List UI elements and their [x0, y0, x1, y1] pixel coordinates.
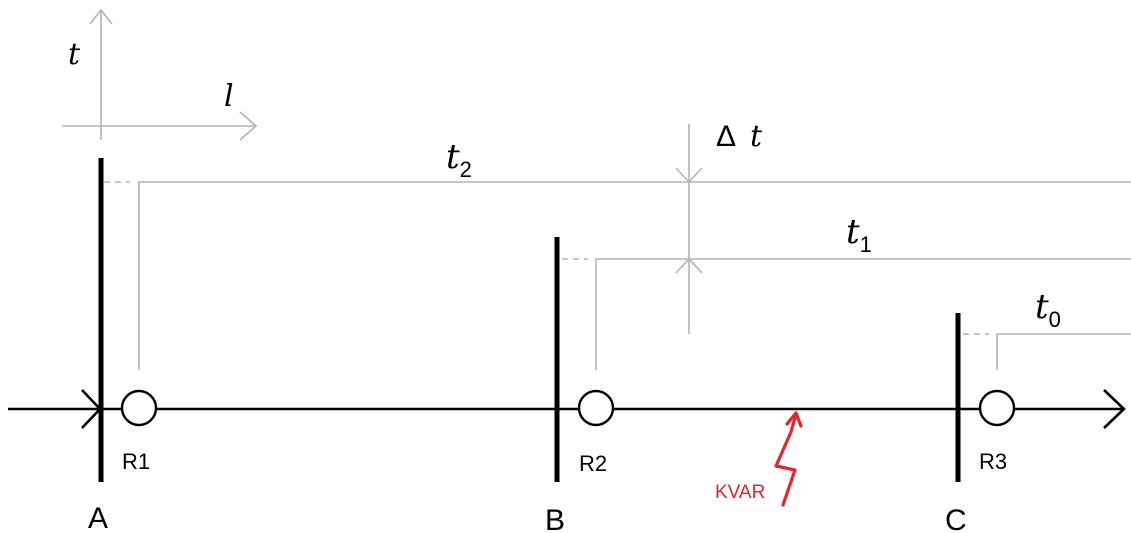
time-level-t0: t0	[963, 287, 1131, 370]
t1-label: t1	[846, 212, 872, 257]
fault-lightning-arrowhead	[785, 411, 803, 428]
t0-label: t0	[1035, 287, 1061, 332]
busbar-c-label: C	[945, 504, 967, 533]
l-axis-arrowhead	[239, 111, 258, 141]
t2-label: t2	[446, 137, 472, 182]
fault-marker: KVAR	[715, 411, 803, 507]
delta-t-var: t	[750, 119, 763, 154]
busbar-a-label: A	[88, 502, 108, 533]
relay-r3-circle	[978, 389, 1016, 427]
axes: t l	[62, 8, 258, 141]
relay-r2-circle	[577, 389, 615, 427]
time-level-t1: t1	[562, 212, 1131, 370]
relay-r1-circle	[120, 389, 158, 427]
t-axis-arrowhead	[89, 8, 113, 25]
t-axis-label: t	[68, 37, 81, 72]
fault-lightning-icon	[774, 412, 798, 507]
t1-level-line	[595, 258, 1131, 370]
main-line-exit-arrow	[1103, 389, 1126, 429]
t0-level-line	[996, 333, 1131, 370]
t2-level-line	[138, 181, 1131, 370]
l-axis-label: l	[224, 79, 234, 114]
delta-symbol: Δ	[716, 120, 736, 153]
relay-r3-label: R3	[979, 449, 1007, 474]
time-level-t2: t2	[104, 137, 1131, 370]
relay-r2-label: R2	[579, 451, 607, 476]
delta-t-arrow-down	[675, 167, 703, 184]
busbar-b-label: B	[545, 504, 565, 533]
delta-t-arrow-up	[675, 257, 703, 274]
fault-label: KVAR	[715, 482, 765, 503]
delta-t-dimension: Δ t	[675, 119, 763, 334]
relay-r1-label: R1	[122, 449, 150, 474]
